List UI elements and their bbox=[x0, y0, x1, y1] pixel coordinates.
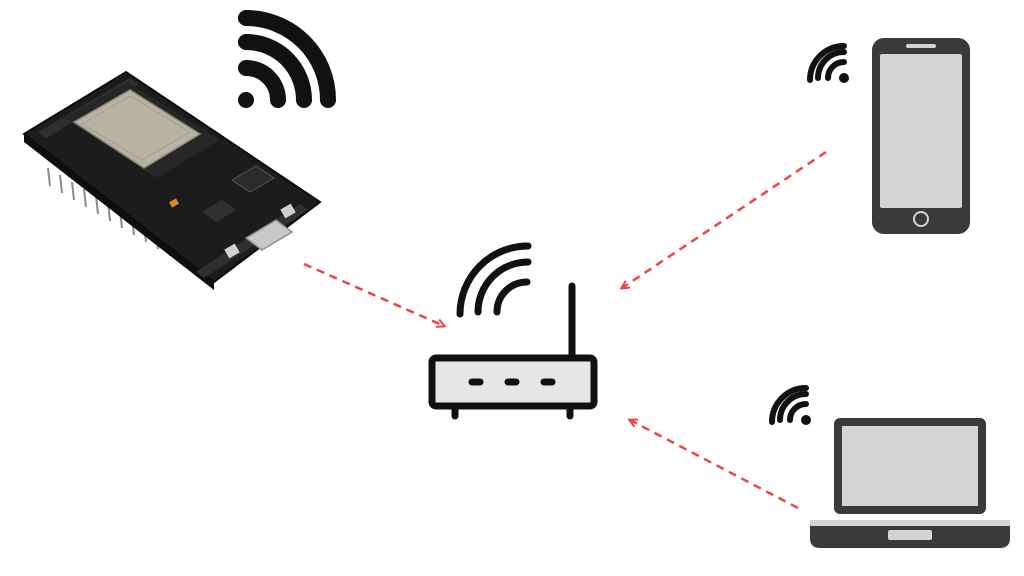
wifi-signal-icon bbox=[238, 10, 336, 108]
router-wifi-icon bbox=[456, 242, 532, 318]
esp32-board-icon bbox=[22, 70, 322, 290]
laptop-icon bbox=[810, 418, 1010, 548]
smartphone-icon bbox=[872, 38, 970, 234]
arrow-laptop-to-router bbox=[630, 420, 799, 510]
arrow-esp32-to-router bbox=[303, 262, 444, 326]
router-icon bbox=[428, 282, 598, 420]
phone-wifi-icon bbox=[807, 43, 849, 83]
arrow-phone-to-router bbox=[622, 150, 827, 288]
laptop-wifi-icon bbox=[769, 385, 811, 425]
